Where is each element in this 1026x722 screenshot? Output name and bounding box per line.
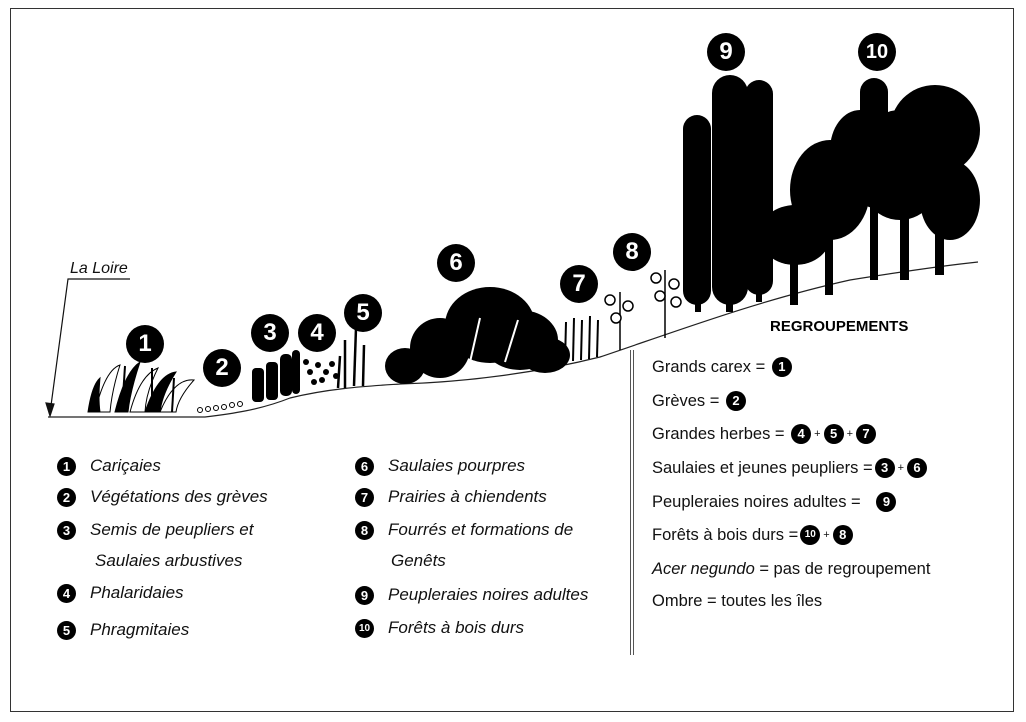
legend-label: Phalaridaies (90, 583, 184, 602)
group-label: Forêts à bois durs = (652, 525, 799, 544)
group-number: 8 (832, 525, 853, 545)
loire-arrow (45, 278, 130, 418)
legend-item-9: 9 Peupleraies noires adultes (355, 585, 588, 605)
group-row-acer: Acer negundo = pas de regroupement (652, 560, 930, 579)
reed-clump (336, 327, 366, 389)
profile-number-9: 9 (707, 33, 745, 71)
group-number: 5 (823, 424, 844, 444)
legend-label: Fourrés et formations de (388, 520, 574, 539)
profile-number-5: 5 (344, 294, 382, 332)
legend-label: Forêts à bois durs (388, 618, 525, 637)
legend-item-8-line2: Genêts (391, 551, 446, 570)
loire-label: La Loire (70, 260, 128, 277)
group-label: Grandes herbes = (652, 424, 785, 443)
legend-number: 10 (355, 618, 374, 638)
group-label: Peupleraies noires adultes = (652, 492, 861, 511)
profile-number-4: 4 (298, 314, 336, 352)
legend-number: 3 (57, 520, 76, 540)
legend-item-1: 1 Cariçaies (57, 456, 161, 476)
group-row-herbes: Grandes herbes = 4+5+7 (652, 424, 878, 444)
group-row-saulaies: Saulaies et jeunes peupliers =3+6 (652, 458, 929, 478)
strand-seedlings (197, 401, 243, 413)
legend-item-3-line2: Saulaies arbustives (95, 551, 243, 570)
legend-number: 8 (355, 520, 374, 540)
profile-number-6: 6 (437, 244, 475, 282)
profile-number-1: 1 (126, 325, 164, 363)
group-number: 4 (791, 424, 812, 444)
legend-item-7: 7 Prairies à chiendents (355, 487, 547, 507)
legend-number: 9 (355, 585, 374, 605)
legend-label: Semis de peupliers et (90, 520, 254, 539)
group-number: 2 (726, 391, 746, 411)
legend-number: 6 (355, 456, 374, 476)
legend-item-5: 5 Phragmitaies (57, 620, 189, 640)
group-row-peupleraies: Peupleraies noires adultes = 9 (652, 492, 898, 512)
broom-shrubs (604, 270, 682, 350)
legend-number: 2 (57, 487, 76, 507)
legend-label: Végétations des grèves (90, 487, 268, 506)
group-label-italic: Acer negundo (652, 560, 755, 578)
group-row-carex: Grands carex = 1 (652, 357, 794, 377)
legend-item-8: 8 Fourrés et formations de (355, 520, 573, 540)
legend-label: Peupleraies noires adultes (388, 585, 589, 604)
legend-number: 4 (57, 583, 76, 603)
group-label: Ombre = toutes les îles (652, 592, 823, 610)
legend-label: Saulaies pourpres (388, 456, 526, 475)
black-poplars (683, 75, 773, 312)
group-number: 6 (907, 458, 928, 478)
group-label: Grands carex = (652, 357, 766, 376)
group-label: Saulaies et jeunes peupliers = (652, 458, 873, 477)
profile-number-8: 8 (613, 233, 651, 271)
legend-item-2: 2 Végétations des grèves (57, 487, 268, 507)
sedge-clump (87, 360, 196, 413)
group-number: 9 (876, 492, 897, 512)
group-number: 3 (874, 458, 895, 478)
legend-item-6: 6 Saulaies pourpres (355, 456, 525, 476)
legend-item-10: 10 Forêts à bois durs (355, 618, 524, 638)
group-label: = pas de regroupement (754, 560, 931, 578)
profile-number-2: 2 (203, 349, 241, 387)
legend-label: Prairies à chiendents (388, 487, 547, 506)
legend-item-4: 4 Phalaridaies (57, 583, 184, 603)
profile-number-10: 10 (858, 33, 896, 71)
legend-item-3: 3 Semis de peupliers et (57, 520, 253, 540)
phalaris-clump (303, 359, 339, 385)
group-number: 1 (771, 357, 792, 377)
profile-number-7: 7 (560, 265, 598, 303)
legend-number: 5 (57, 620, 76, 640)
legend-number: 7 (355, 487, 374, 507)
willow-shrubs (385, 287, 570, 384)
profile-number-3: 3 (251, 314, 289, 352)
legend-label: Cariçaies (90, 456, 161, 475)
legend-number: 1 (57, 456, 76, 476)
couch-grass (564, 315, 599, 363)
column-divider (630, 350, 634, 655)
young-poplars (252, 350, 300, 402)
group-number: 7 (856, 424, 877, 444)
group-row-ombre: Ombre = toutes les îles (652, 592, 822, 611)
legend-label: Phragmitaies (90, 620, 190, 639)
groupings-title: REGROUPEMENTS (770, 318, 909, 335)
group-label: Grèves = (652, 391, 720, 410)
hardwood-forest (759, 78, 980, 305)
group-row-forets: Forêts à bois durs =10+8 (652, 525, 855, 545)
group-row-greves: Grèves = 2 (652, 391, 748, 411)
group-number: 10 (800, 525, 821, 545)
